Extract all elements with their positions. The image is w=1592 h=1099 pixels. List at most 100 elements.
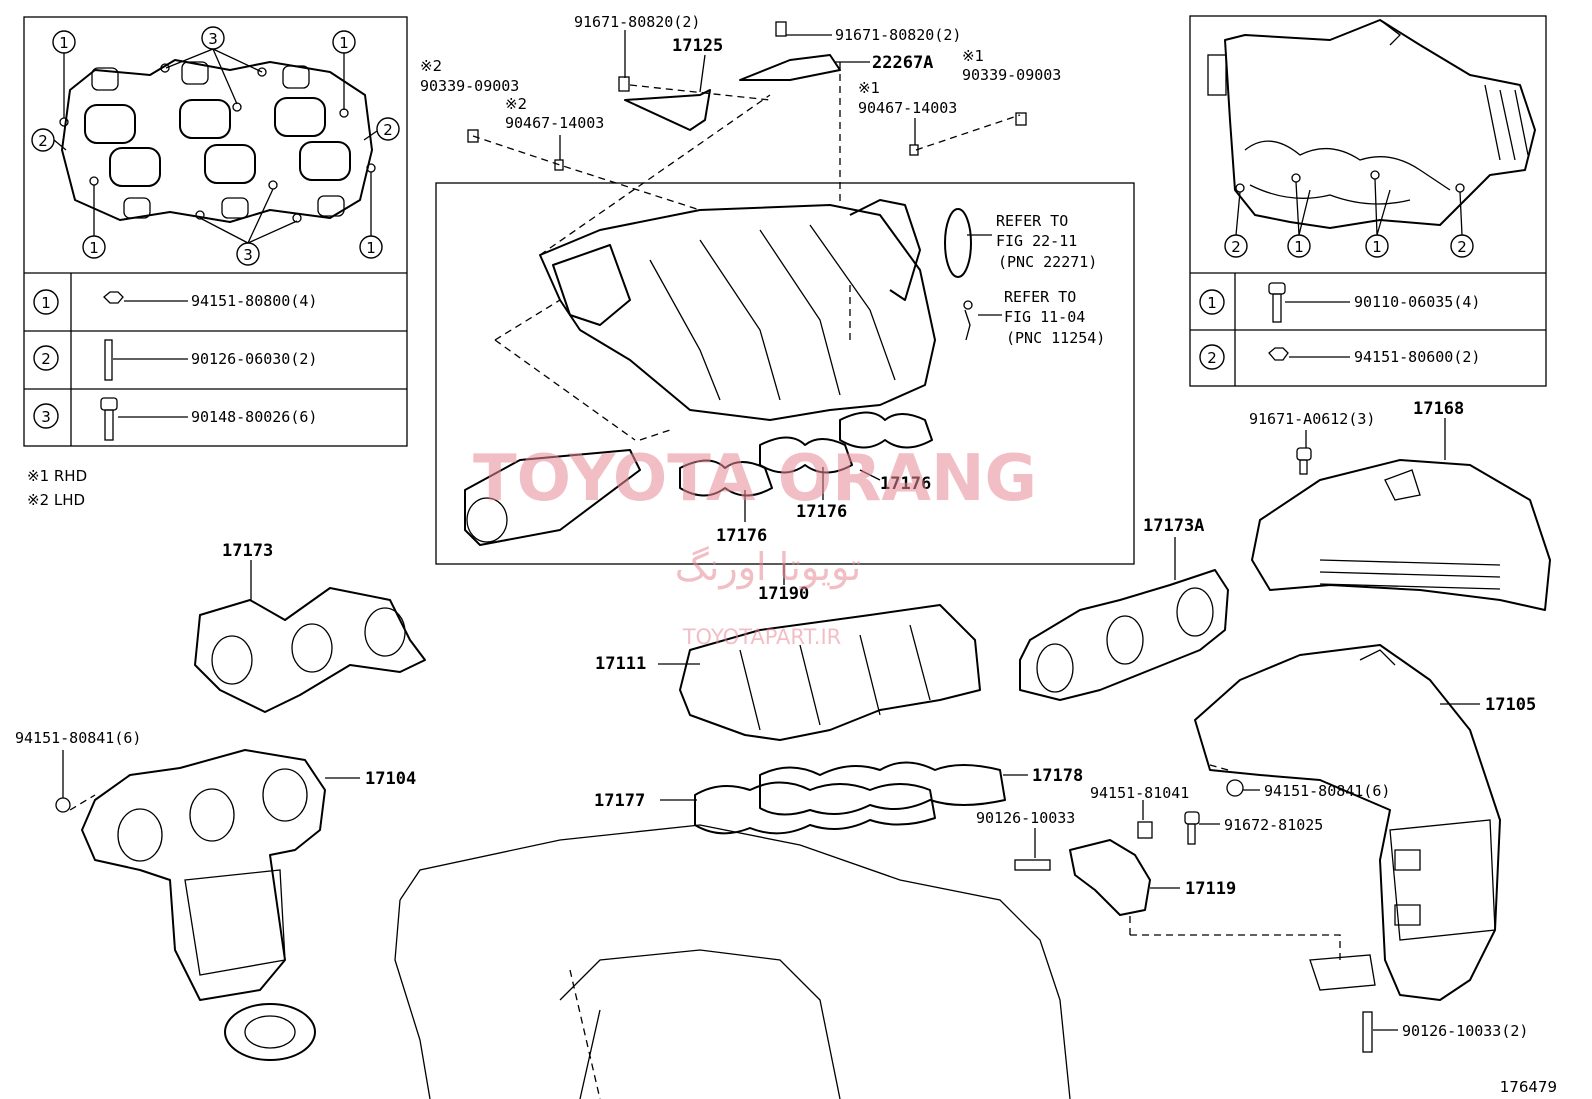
bolt-91671-80820-b — [775, 21, 787, 37]
group-frame-17190 — [435, 182, 1135, 565]
left-table-row-3: 3 90148-80026(6) — [33, 397, 317, 441]
nut-94151-80841-b — [1226, 779, 1244, 797]
nut-90467-14003-a — [554, 159, 564, 171]
exhaust-manifold-inset-illustration — [1207, 19, 1536, 229]
bolt-91671-a0612 — [1296, 447, 1312, 461]
o-ring-22271 — [944, 208, 972, 278]
label-94151-81041: 94151-81041 — [1090, 784, 1189, 802]
gasket-17173a — [1019, 569, 1229, 701]
engine-block-outline — [394, 824, 1071, 1099]
intake-plenum-group — [69, 62, 1341, 960]
label-17177: 17177 — [594, 791, 645, 811]
refer-fig11-line1: REFER TO — [1004, 288, 1076, 306]
label-17176-b: 17176 — [796, 502, 847, 522]
part-labels: 91671-80820(2) 17125 91671-80820(2) 2226… — [15, 13, 1557, 1096]
label-17125: 17125 — [672, 36, 723, 56]
label-17168: 17168 — [1413, 399, 1464, 419]
callout-1-bottom-left — [82, 235, 106, 259]
callout-1-left — [1287, 234, 1311, 258]
callout-1-right — [1365, 234, 1389, 258]
svg-text:1: 1 — [1372, 238, 1382, 256]
mark-rhd-a: ※1 — [962, 47, 984, 65]
callout-1-top-right — [332, 30, 356, 54]
gasket-17178 — [759, 761, 1006, 816]
label-90339-09003-b: 90339-09003 — [962, 66, 1061, 84]
callout-3-top — [201, 26, 225, 50]
watermark: TOYOTA ORANG تویوتا اورنگ TOYOTAPART.IR — [473, 442, 1037, 649]
refer-fig22-line1: REFER TO — [996, 212, 1068, 230]
exhaust-manifold-17104 — [81, 749, 326, 1061]
label-17176-c: 17176 — [716, 526, 767, 546]
callout-3-bottom — [236, 242, 260, 266]
refer-fig11-line3: (PNC 11254) — [1006, 329, 1105, 347]
label-17176-a: 17176 — [880, 474, 931, 494]
svg-text:3: 3 — [208, 30, 218, 48]
stud-90126-10033-a — [1014, 859, 1051, 871]
flange-bolt-icon — [100, 397, 118, 441]
svg-text:2: 2 — [1457, 238, 1467, 256]
mark-lhd-a: ※2 — [420, 57, 442, 75]
left-table-row-2: 2 90126-06030(2) — [33, 339, 317, 381]
stud-icon — [104, 339, 113, 381]
label-90126-10033-b: 90126-10033(2) — [1402, 1022, 1528, 1040]
exhaust-manifold-17105 — [1194, 644, 1501, 1001]
bolt-91671-80820-a — [618, 76, 630, 92]
label-94151-80841-b: 94151-80841(6) — [1264, 782, 1390, 800]
gasket-17173 — [194, 587, 426, 713]
svg-text:3: 3 — [243, 246, 253, 264]
svg-text:1: 1 — [1294, 238, 1304, 256]
mark-rhd-b: ※1 — [858, 79, 880, 97]
svg-text:1: 1 — [59, 34, 69, 52]
svg-text:1: 1 — [41, 294, 51, 312]
label-90467-14003-a: 90467-14003 — [505, 114, 604, 132]
pin-90339-09003-a — [467, 129, 479, 143]
svg-text:2: 2 — [1207, 349, 1217, 367]
label-17104: 17104 — [365, 769, 416, 789]
intake-plenum-illustration — [464, 199, 973, 546]
left-inset: 1 3 1 2 2 1 3 1 — [23, 16, 408, 447]
label-90467-14003-b: 90467-14003 — [858, 99, 957, 117]
label-17178: 17178 — [1032, 766, 1083, 786]
stud-90126-10033-b — [1362, 1011, 1373, 1053]
left-inset-callouts: 1 3 1 2 2 1 3 1 — [31, 26, 400, 266]
label-22267a: 22267A — [872, 53, 933, 73]
callout-2-right — [1450, 234, 1474, 258]
label-17119: 17119 — [1185, 879, 1236, 899]
throttle-body-illustration — [464, 449, 641, 546]
svg-text:90126-06030(2): 90126-06030(2) — [191, 350, 317, 368]
nut-90467-14003-b — [909, 144, 919, 156]
svg-text:2: 2 — [38, 132, 48, 150]
label-94151-80841-a: 94151-80841(6) — [15, 729, 141, 747]
right-inset-frame — [1189, 15, 1547, 387]
svg-text:1: 1 — [366, 239, 376, 257]
right-inset-callouts: 2 1 1 2 — [1224, 178, 1474, 258]
note-lhd: ※2 LHD — [27, 491, 85, 509]
refer-fig11-line2: FIG 11-04 — [1004, 308, 1085, 326]
svg-text:1: 1 — [1207, 294, 1217, 312]
label-17173: 17173 — [222, 541, 273, 561]
label-17190: 17190 — [758, 584, 809, 604]
svg-text:90110-06035(4): 90110-06035(4) — [1354, 293, 1480, 311]
callout-2-left — [31, 128, 55, 152]
intake-gasket-illustration — [59, 59, 376, 223]
left-table-row-1: 1 94151-80800(4) — [33, 289, 317, 315]
bracket-17119 — [1069, 821, 1153, 916]
callout-2-left — [1224, 234, 1248, 258]
label-90339-09003-a: 90339-09003 — [420, 77, 519, 95]
nut-icon — [1268, 347, 1289, 361]
svg-text:94151-80800(4): 94151-80800(4) — [191, 292, 317, 310]
svg-text:2: 2 — [41, 350, 51, 368]
diagram-number: 176479 — [1500, 1078, 1557, 1096]
watermark-site: TOYOTAPART.IR — [682, 625, 842, 649]
mark-lhd-b: ※2 — [505, 95, 527, 113]
label-91672-81025: 91672-81025 — [1224, 816, 1323, 834]
bracket-17125 — [624, 89, 711, 131]
svg-text:94151-80600(2): 94151-80600(2) — [1354, 348, 1480, 366]
label-17111: 17111 — [595, 654, 646, 674]
refer-fig22-line3: (PNC 22271) — [998, 253, 1097, 271]
callout-1-bottom-right — [359, 235, 383, 259]
right-inset: 2 1 1 2 1 90110-06035(4) 2 — [1189, 15, 1547, 387]
nut-icon — [103, 291, 124, 304]
heat-insulator-17168 — [1251, 459, 1551, 611]
svg-text:1: 1 — [339, 34, 349, 52]
